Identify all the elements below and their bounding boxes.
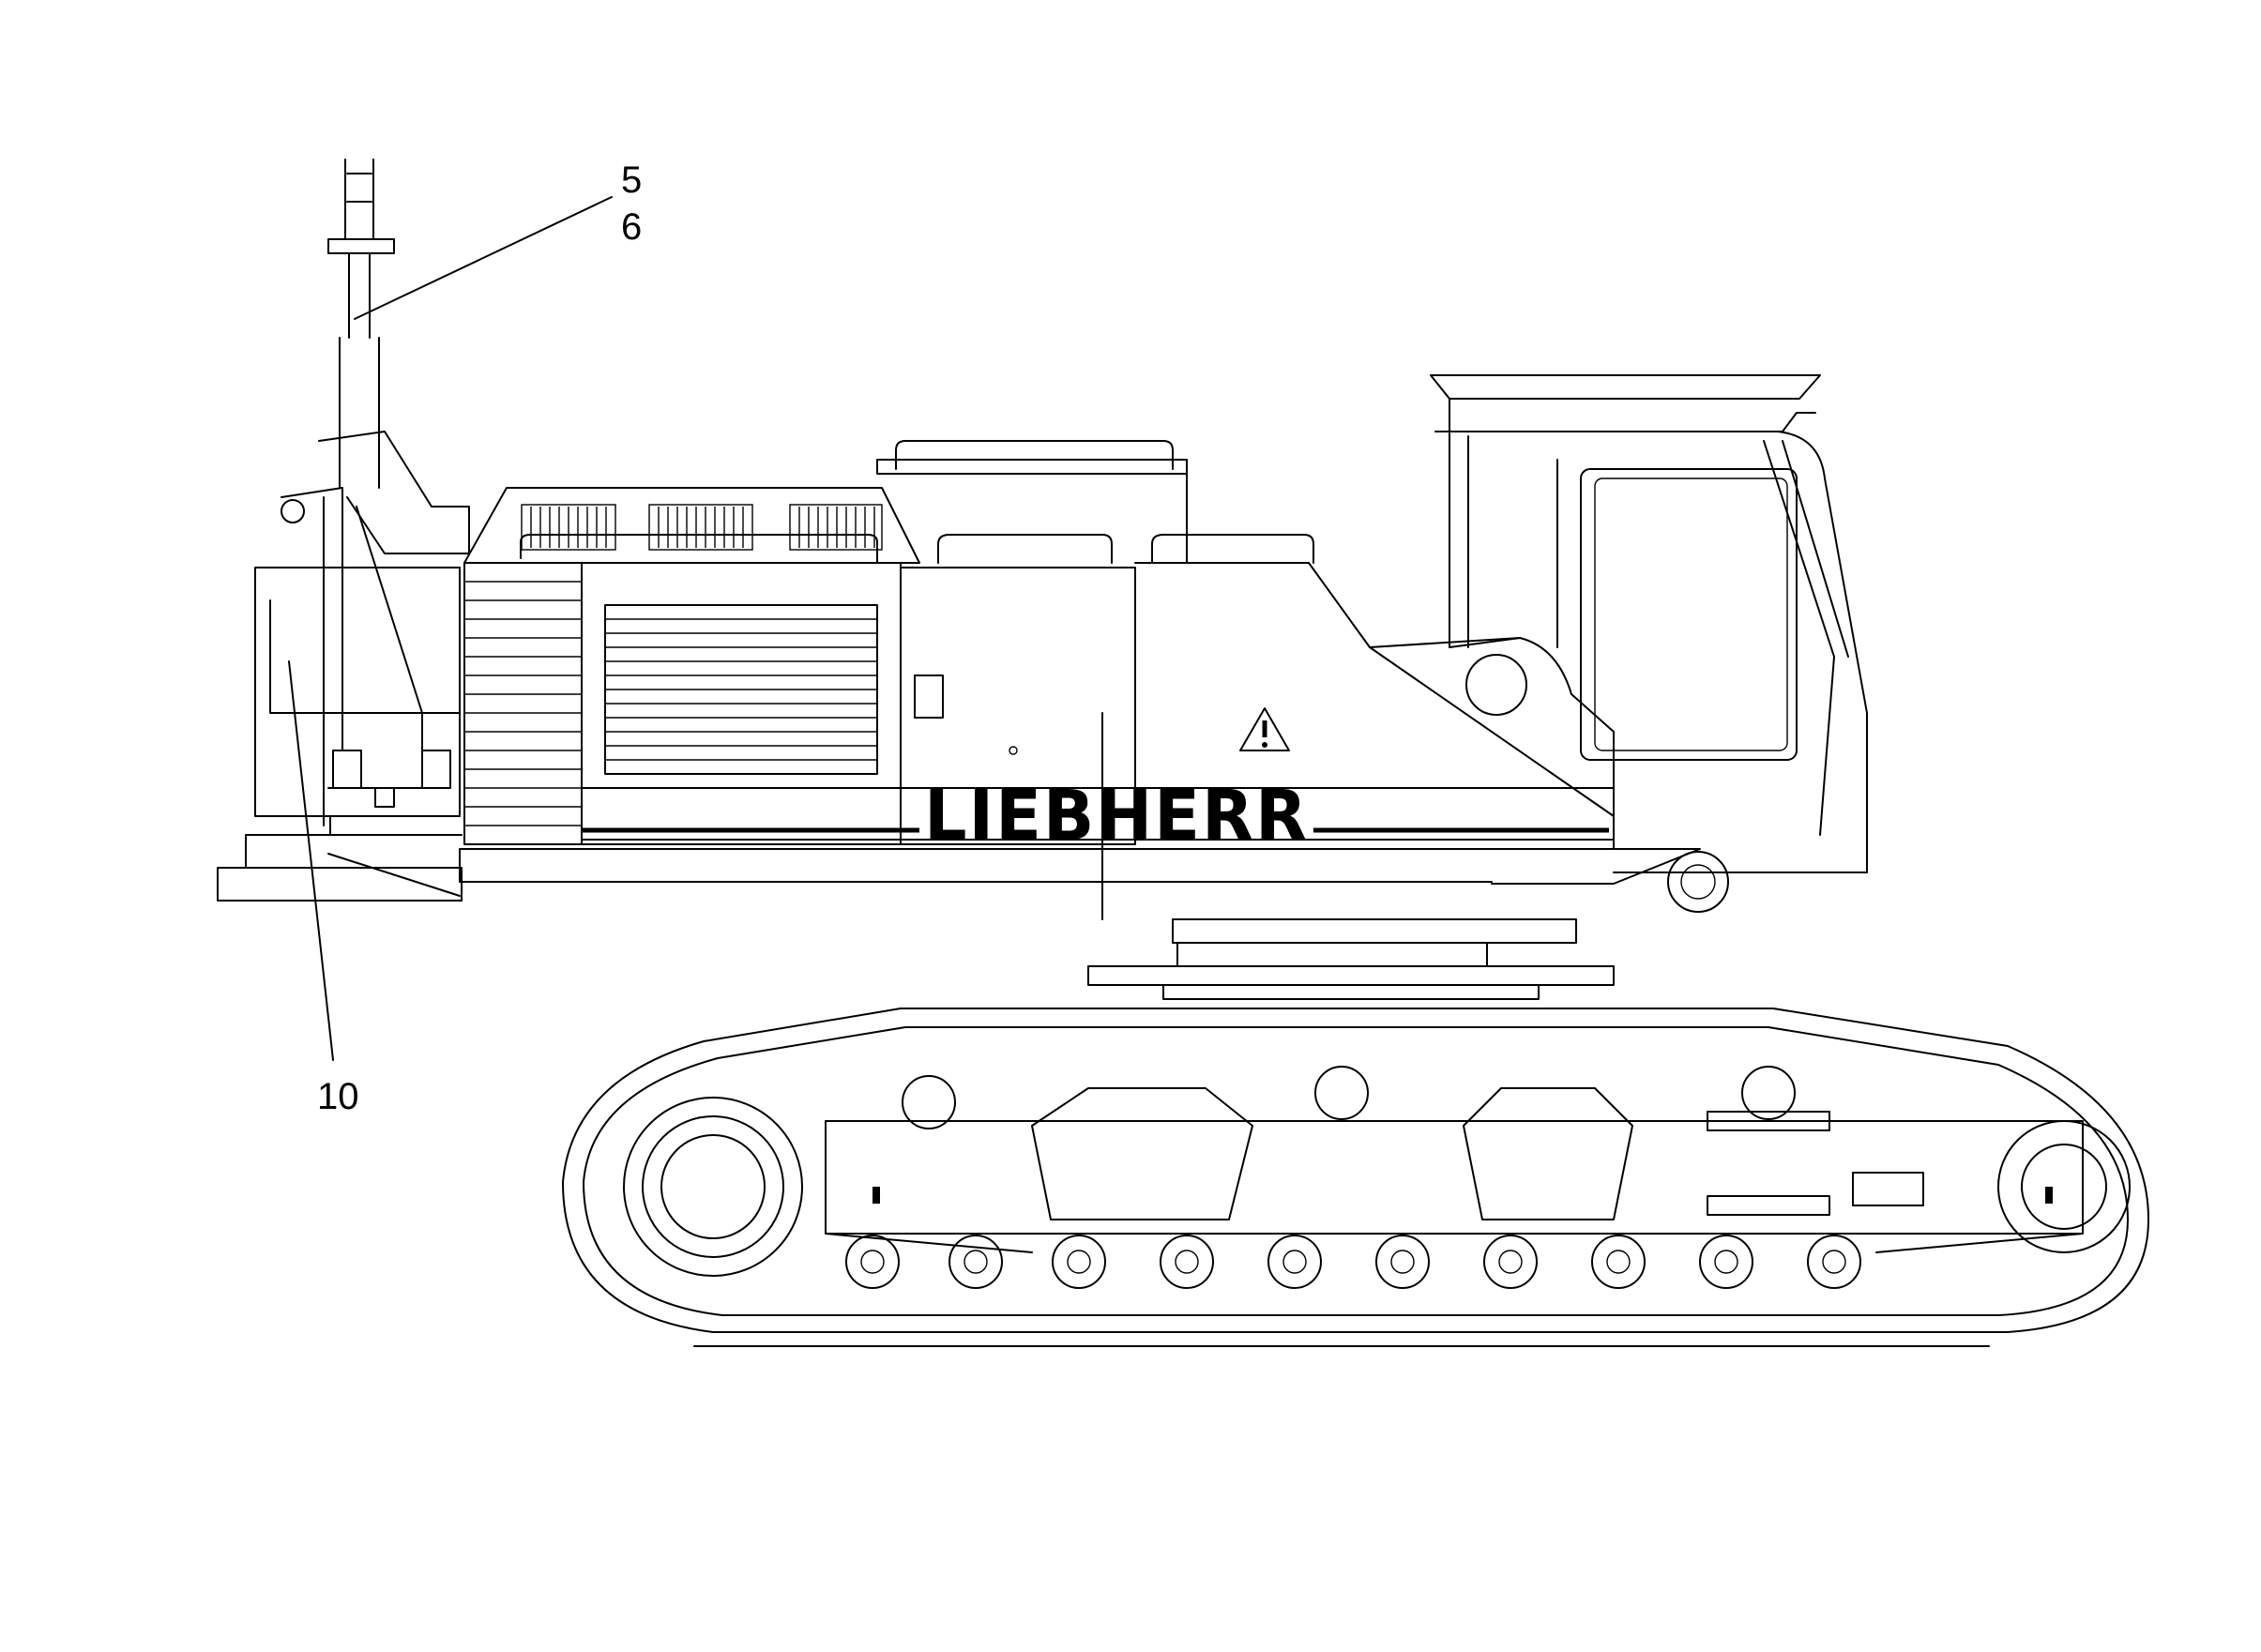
liebherr-logo: LIEBHERR (924, 776, 1309, 856)
crawler-undercarriage (562, 1008, 2149, 1347)
track-rollers (845, 1235, 1861, 1289)
slewing-ring (1087, 918, 1615, 1000)
operator-cab (1430, 374, 1868, 873)
warning-triangle-icon (1239, 707, 1290, 751)
callout-leaders (288, 196, 613, 1061)
callout-10: 10 (317, 1076, 359, 1117)
callout-5: 5 (621, 159, 642, 201)
callout-6: 6 (621, 206, 642, 248)
hood-vent-grilles (521, 504, 883, 551)
drive-sprocket (623, 1097, 803, 1277)
mast-assembly (281, 159, 470, 826)
upper-carriage (217, 440, 1729, 920)
